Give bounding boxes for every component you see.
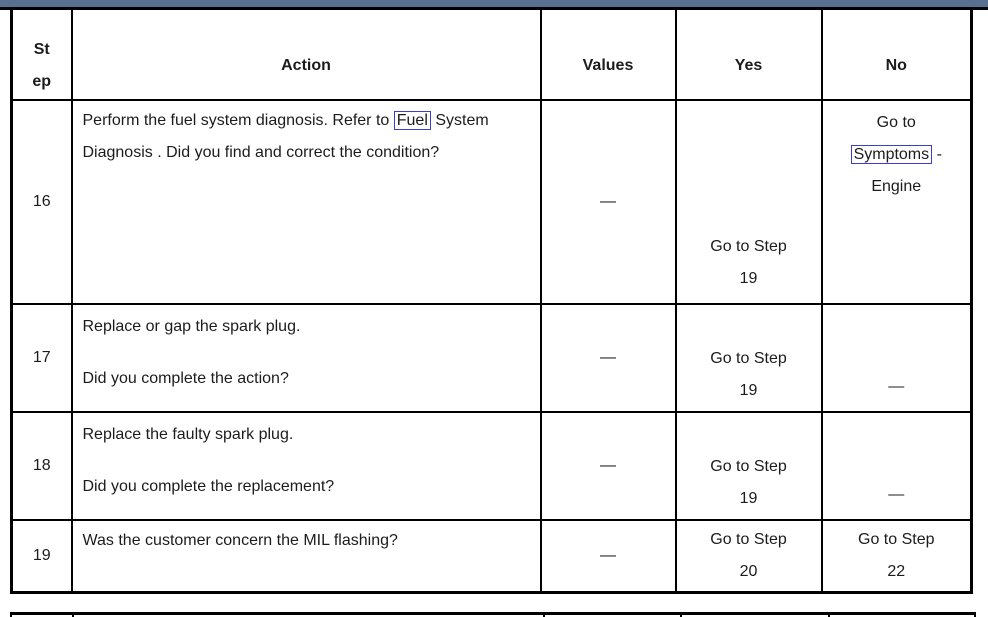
action-text: Perform the fuel system diagnosis. Refer… bbox=[82, 110, 489, 161]
next-table-row-clipped bbox=[10, 612, 976, 617]
step-number-cell: 17 bbox=[10, 302, 73, 413]
action-text: Replace or gap the spark plug. bbox=[82, 317, 301, 335]
action-cell: Replace or gap the spark plug. Did you c… bbox=[70, 302, 542, 413]
header-no: No bbox=[820, 7, 973, 101]
action-question-text: Was the customer concern the MIL flashin… bbox=[82, 531, 398, 549]
table-row-step-17: 17 Replace or gap the spark plug. Did yo… bbox=[10, 302, 973, 413]
action-question-text: Did you complete the replacement? bbox=[82, 477, 335, 495]
table-row-step-16: 16 Perform the fuel system diagnosis. Re… bbox=[10, 98, 973, 305]
link-continuation-text: System Diagnosis bbox=[82, 111, 489, 161]
next-row-action-cell bbox=[74, 615, 545, 617]
step-number-cell: 16 bbox=[10, 98, 73, 305]
table-row-step-19: 19 Was the customer concern the MIL flas… bbox=[10, 518, 973, 594]
action-question-text: Did you complete the action? bbox=[82, 369, 289, 387]
table-row-step-18: 18 Replace the faulty spark plug. Did yo… bbox=[10, 410, 973, 521]
no-cell-link-line: Symptoms - bbox=[827, 139, 967, 171]
no-cell: — bbox=[820, 410, 973, 521]
no-cell-dash: - bbox=[936, 145, 942, 163]
yes-cell: Go to Step 19 bbox=[674, 410, 823, 521]
fuel-system-diagnosis-link[interactable]: Fuel bbox=[393, 110, 431, 130]
values-cell: — bbox=[539, 518, 677, 594]
header-values: Values bbox=[539, 7, 677, 101]
no-cell: — bbox=[820, 302, 973, 413]
action-cell: Replace the faulty spark plug. Did you c… bbox=[70, 410, 542, 521]
no-cell: Go to Symptoms - Engine bbox=[820, 98, 973, 305]
header-step: St ep bbox=[10, 7, 73, 101]
action-question-text: . Did you find and correct the condition… bbox=[157, 143, 440, 161]
next-row-values-cell bbox=[545, 615, 682, 617]
yes-cell: Go to Step 20 bbox=[674, 518, 823, 594]
values-cell: — bbox=[539, 302, 677, 413]
action-cell: Was the customer concern the MIL flashin… bbox=[70, 518, 542, 594]
header-yes: Yes bbox=[674, 7, 823, 101]
step-number-cell: 18 bbox=[10, 410, 73, 521]
no-cell-text: Engine bbox=[871, 177, 922, 195]
step-number-cell: 19 bbox=[10, 518, 73, 594]
action-text: Replace the faulty spark plug. bbox=[82, 425, 294, 443]
next-row-step-cell bbox=[12, 615, 74, 617]
action-cell: Perform the fuel system diagnosis. Refer… bbox=[70, 98, 542, 305]
next-row-yes-cell bbox=[682, 615, 830, 617]
values-cell: — bbox=[539, 98, 677, 305]
header-row: St ep Action Values Yes No bbox=[10, 7, 973, 101]
header-action: Action bbox=[70, 7, 542, 101]
values-cell: — bbox=[539, 410, 677, 521]
yes-cell: Go to Step 19 bbox=[674, 302, 823, 413]
symptoms-engine-link[interactable]: Symptoms bbox=[850, 144, 933, 164]
diagnostic-table: St ep Action Values Yes No 16 Perform th… bbox=[10, 7, 973, 594]
yes-cell: Go to Step 19 bbox=[674, 98, 823, 305]
no-cell-text: Go to bbox=[876, 113, 916, 131]
no-cell: Go to Step 22 bbox=[820, 518, 973, 594]
